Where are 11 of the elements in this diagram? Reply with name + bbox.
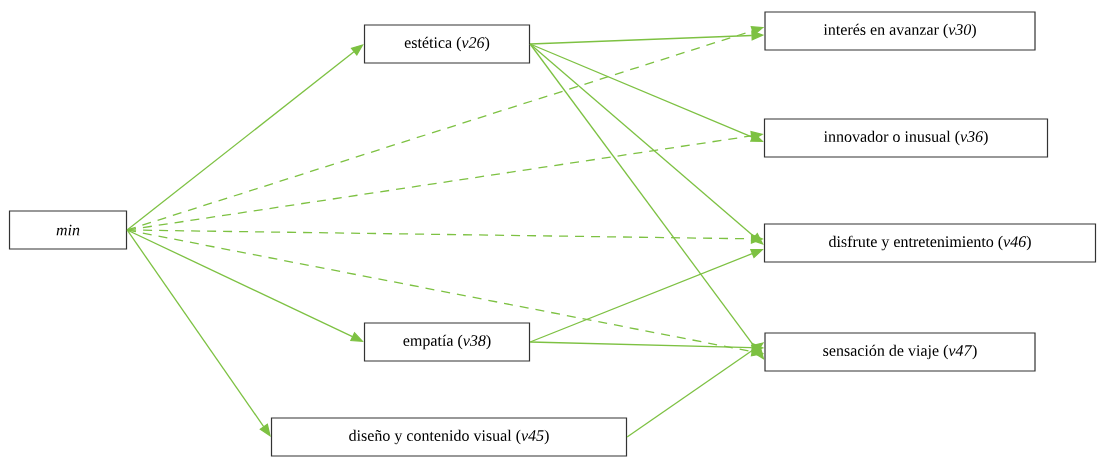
arrow (126, 229, 271, 437)
arrow (529, 43, 764, 245)
label-box: sensación de viaje (v47) (764, 332, 1036, 372)
arrow (126, 44, 364, 231)
label-box: innovador o inusual (v36) (763, 118, 1049, 158)
label-box: min (8, 210, 128, 250)
label-box: interés en avanzar (v30) (764, 11, 1036, 51)
label-box: estética (v26) (363, 24, 531, 64)
label-box: empatía (v38) (363, 322, 531, 362)
label-box: diseño y contenido visual (v45) (270, 417, 628, 457)
label-box: disfrute y entretenimiento (v46) (763, 223, 1097, 263)
